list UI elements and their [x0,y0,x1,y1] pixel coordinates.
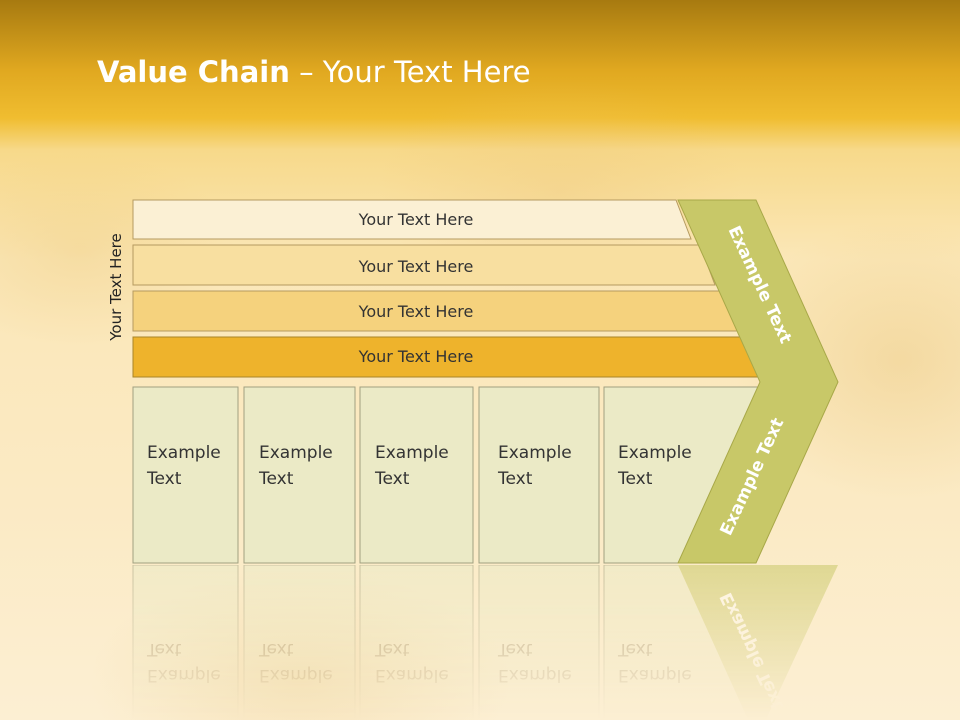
refl-box-5-line2: Text [617,639,653,659]
box-2 [243,386,356,564]
box-5-line1: Example [618,443,692,463]
slide-title: Value Chain – Your Text Here [97,55,531,89]
box-2-line1: Example [259,443,333,463]
box-3 [359,386,474,564]
bar-2 [132,244,716,286]
bar-4-label: Your Text Here [358,347,474,366]
slide-title-bold: Value Chain [97,55,290,89]
chevron-arrow [677,199,839,564]
refl-box-3-line2: Text [374,639,410,659]
box-1 [132,386,239,564]
refl-box-1-line1: Example [147,665,221,685]
bar-1-label: Your Text Here [358,210,474,229]
box-5-line2: Text [617,469,653,489]
box-4-line2: Text [497,469,533,489]
box-2-line2: Text [258,469,294,489]
reflection: Example Text Example Text Example Text E… [132,564,838,720]
refl-box-2-line2: Text [258,639,294,659]
slide-title-rest: – Your Text Here [289,55,531,89]
refl-box-2-line1: Example [259,665,333,685]
box-1-line2: Text [146,469,182,489]
box-4 [478,386,600,564]
bar-3-label: Your Text Here [358,302,474,321]
box-3-line1: Example [375,443,449,463]
refl-box-3-line1: Example [375,665,449,685]
refl-box-1-line2: Text [146,639,182,659]
refl-box-4-line1: Example [498,665,572,685]
box-1-line1: Example [147,443,221,463]
bar-2-label: Your Text Here [358,257,474,276]
refl-box-5-line1: Example [618,665,692,685]
bar-1 [132,199,692,240]
box-4-line1: Example [498,443,572,463]
refl-box-4-line2: Text [497,639,533,659]
box-3-line2: Text [374,469,410,489]
